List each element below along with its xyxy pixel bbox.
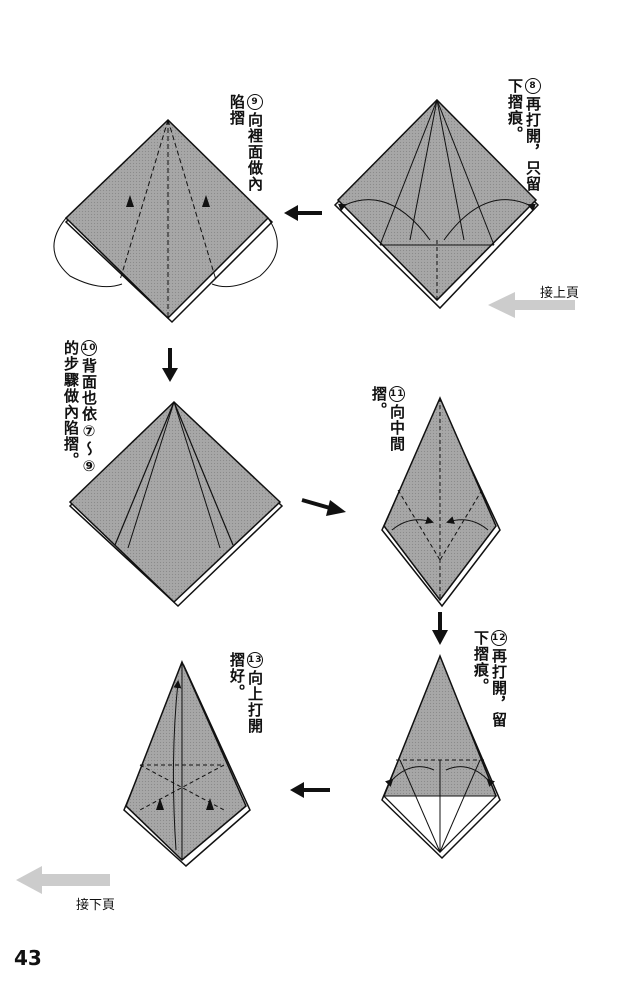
arrow-right-1 [301, 498, 346, 516]
step8-diagram [333, 98, 540, 310]
step8-text: 8再打開，只留下摺痕。 [506, 78, 542, 192]
step12-number: 12 [491, 630, 507, 646]
arrow-down-2 [432, 612, 448, 645]
step9-number: 9 [247, 94, 263, 110]
step10-diagram [68, 400, 284, 608]
prev-page-label: 接上頁 [540, 286, 580, 301]
step9-text: 9向裡面做內陷摺 [228, 94, 264, 192]
step13-number: 13 [247, 652, 263, 668]
step9-diagram [53, 118, 278, 324]
step11-diagram [381, 396, 501, 608]
arrow-down-1 [162, 348, 178, 382]
arrow-left-1 [284, 205, 322, 221]
arrow-left-2 [290, 782, 330, 798]
page-number: 43 [14, 946, 42, 970]
step11-number: 11 [389, 386, 405, 402]
prev-page-arrow [488, 292, 575, 318]
step10-number: 10 [81, 340, 97, 356]
step13-diagram [123, 660, 251, 868]
step11-text: 11向中間摺。 [370, 386, 406, 452]
next-page-label: 接下頁 [76, 898, 116, 913]
step10-text: 10背面也依⑦〜⑨的步驟做內陷摺。 [62, 340, 98, 476]
step13-text: 13向上打開摺好。 [228, 652, 264, 734]
step8-number: 8 [525, 78, 541, 94]
next-page-arrow [16, 866, 110, 894]
step12-diagram [381, 653, 501, 860]
step12-text: 12再打開，留下摺痕。 [472, 630, 508, 728]
